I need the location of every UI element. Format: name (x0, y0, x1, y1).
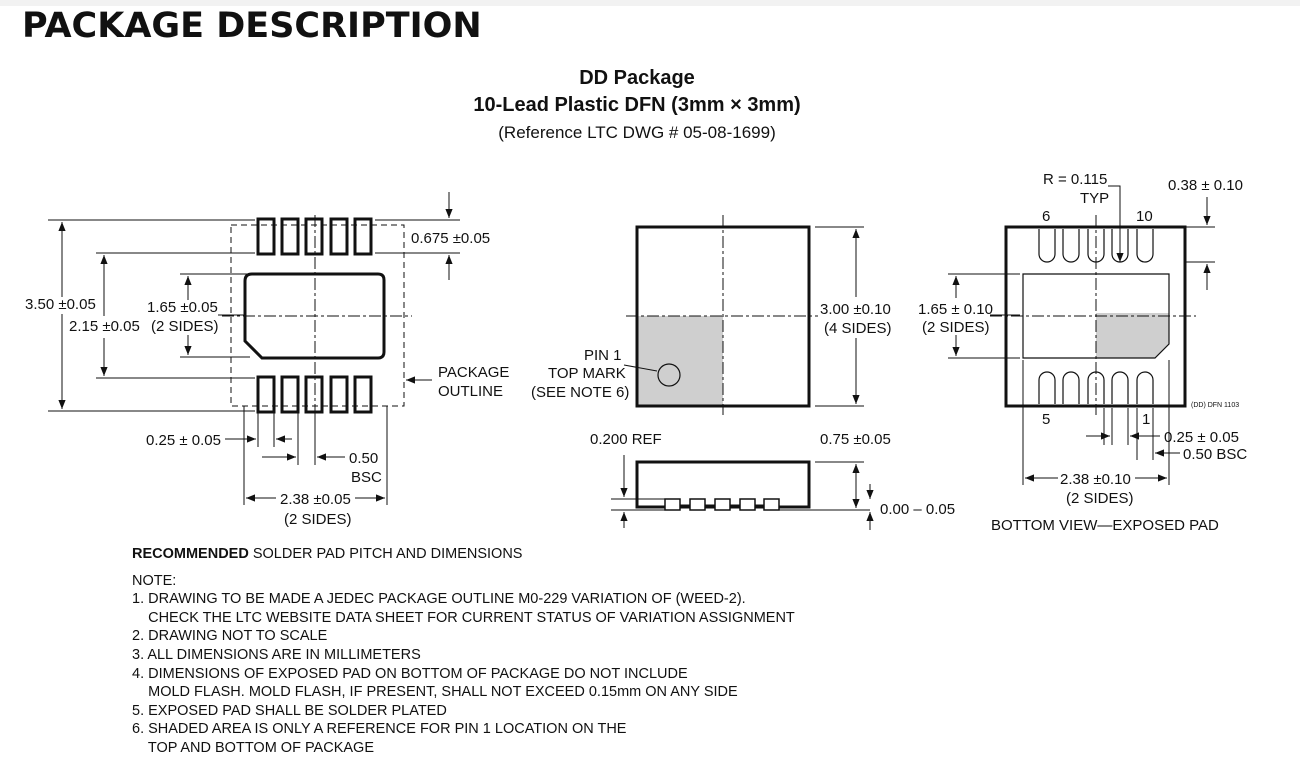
dim-165: 1.65 ±0.05 (147, 299, 218, 316)
bottom-view (948, 185, 1215, 485)
page-title: PACKAGE DESCRIPTION (22, 6, 482, 46)
pin-1-label: 1 (1142, 411, 1150, 428)
package-outline-label-2: OUTLINE (438, 383, 503, 400)
package-subtitle: 10-Lead Plastic DFN (3mm × 3mm) (473, 94, 801, 116)
dim-165-bottom: 1.65 ± 0.10 (918, 301, 993, 318)
drawing-code: (DD) DFN 1103 (1191, 402, 1239, 409)
pin-5-label: 5 (1042, 411, 1050, 428)
note-line: TOP AND BOTTOM OF PACKAGE (132, 739, 374, 756)
dim-000-005: 0.00 – 0.05 (880, 501, 955, 518)
radius-typ-label: TYP (1080, 190, 1109, 207)
dim-050: 0.50 (349, 450, 378, 467)
dim-0200-ref: 0.200 REF (590, 431, 662, 448)
dim-050-bsc: BSC (351, 469, 382, 486)
dim-165-bottom-sides: (2 SIDES) (922, 319, 990, 336)
bottom-pads (256, 375, 373, 414)
dim-238-sides: (2 SIDES) (284, 511, 352, 528)
pin1-label: PIN 1 (584, 347, 622, 364)
note-line: 6. SHADED AREA IS ONLY A REFERENCE FOR P… (132, 721, 627, 738)
dim-025-bottom: 0.25 ± 0.05 (1164, 429, 1239, 446)
pin1-shaded-area (637, 316, 723, 405)
recommended-bold: RECOMMENDED (132, 546, 249, 562)
bottom-leads-bottom-view (1038, 371, 1154, 404)
radius-label: R = 0.115 (1043, 171, 1107, 188)
top-pads (256, 217, 373, 256)
solder-pad-view (48, 192, 460, 505)
dim-0675: 0.675 ±0.05 (411, 230, 490, 247)
pin1-shaded-area-bottom (1096, 313, 1169, 358)
pin1-topmark-label: TOP MARK (548, 365, 626, 382)
pin1-mark-circle (657, 363, 681, 387)
dim-300-sides: (4 SIDES) (824, 320, 892, 337)
pin-6-label: 6 (1042, 208, 1050, 225)
dim-215: 2.15 ±0.05 (69, 318, 140, 335)
bottom-view-caption: BOTTOM VIEW—EXPOSED PAD (991, 517, 1219, 534)
note-line: 2. DRAWING NOT TO SCALE (132, 628, 328, 645)
top-view (623, 215, 864, 415)
dim-238: 2.38 ±0.05 (280, 491, 351, 508)
dim-238-bottom: 2.38 ±0.10 (1060, 471, 1131, 488)
dim-300: 3.00 ±0.10 (820, 301, 891, 318)
note-line: 5. EXPOSED PAD SHALL BE SOLDER PLATED (132, 702, 447, 719)
dim-025: 0.25 ± 0.05 (146, 432, 221, 449)
package-name: DD Package (579, 67, 695, 89)
package-reference: (Reference LTC DWG # 05-08-1699) (498, 123, 776, 142)
package-outline-dashed (230, 224, 405, 407)
note-line: 4. DIMENSIONS OF EXPOSED PAD ON BOTTOM O… (132, 665, 688, 682)
dim-238-bottom-sides: (2 SIDES) (1066, 490, 1134, 507)
dim-165-sides: (2 SIDES) (151, 318, 219, 335)
package-outline-label: PACKAGE (438, 364, 509, 381)
note-line: CHECK THE LTC WEBSITE DATA SHEET FOR CUR… (132, 609, 795, 626)
dim-050-bsc-bottom: 0.50 BSC (1183, 446, 1247, 463)
dim-038: 0.38 ± 0.10 (1168, 177, 1243, 194)
recommended-line: RECOMMENDED SOLDER PAD PITCH AND DIMENSI… (132, 545, 795, 564)
dim-075: 0.75 ±0.05 (820, 431, 891, 448)
note-line: 1. DRAWING TO BE MADE A JEDEC PACKAGE OU… (132, 591, 746, 608)
pin-10-label: 10 (1136, 208, 1153, 225)
top-border (0, 0, 1300, 6)
recommended-rest: SOLDER PAD PITCH AND DIMENSIONS (248, 546, 523, 562)
notes-section: RECOMMENDED SOLDER PAD PITCH AND DIMENSI… (132, 545, 795, 758)
notes-heading: NOTE: (132, 572, 177, 589)
note-line: 3. ALL DIMENSIONS ARE IN MILLIMETERS (132, 646, 421, 663)
side-view (611, 455, 874, 530)
exposed-pad-bottom (1022, 273, 1170, 359)
pin1-note-label: (SEE NOTE 6) (531, 384, 629, 401)
exposed-pad-land (243, 272, 386, 360)
note-line: MOLD FLASH. MOLD FLASH, IF PRESENT, SHAL… (132, 684, 738, 701)
dim-350: 3.50 ±0.05 (25, 296, 96, 313)
